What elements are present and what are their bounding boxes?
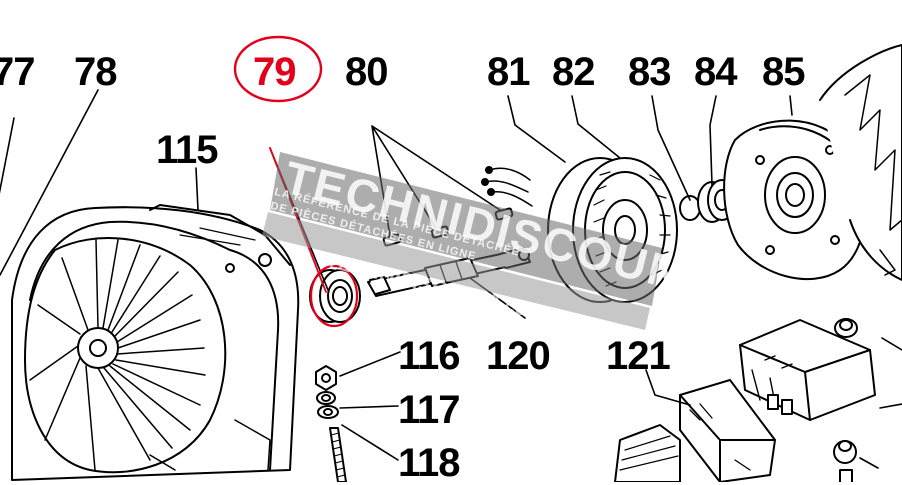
callout-118: 118 [398, 441, 461, 485]
callout-117: 117 [398, 388, 461, 432]
callout-120: 120 [486, 334, 551, 378]
callout-78: 78 [74, 50, 117, 94]
part-85-end-bracket [723, 44, 902, 281]
part-79-bearing [309, 269, 361, 323]
callout-80: 80 [345, 50, 388, 94]
highlight-circle-79 [233, 35, 323, 103]
highlight-part-79 [309, 264, 359, 328]
leader-lines [0, 89, 902, 469]
callout-115: 115 [156, 128, 219, 172]
callout-82: 82 [552, 50, 595, 94]
callout-81: 81 [487, 50, 530, 94]
callout-116: 116 [398, 334, 461, 378]
callout-84: 84 [694, 50, 737, 94]
callout-79: 79 [253, 50, 296, 94]
watermark [262, 152, 662, 330]
part-115-motor-housing [11, 204, 300, 481]
callout-83: 83 [628, 50, 671, 94]
part-116-118-hardware [315, 365, 347, 482]
callout-77: 77 [0, 50, 35, 94]
callout-121: 121 [606, 334, 671, 378]
callout-85: 85 [762, 50, 805, 94]
part-121-electrical-block [614, 318, 876, 482]
